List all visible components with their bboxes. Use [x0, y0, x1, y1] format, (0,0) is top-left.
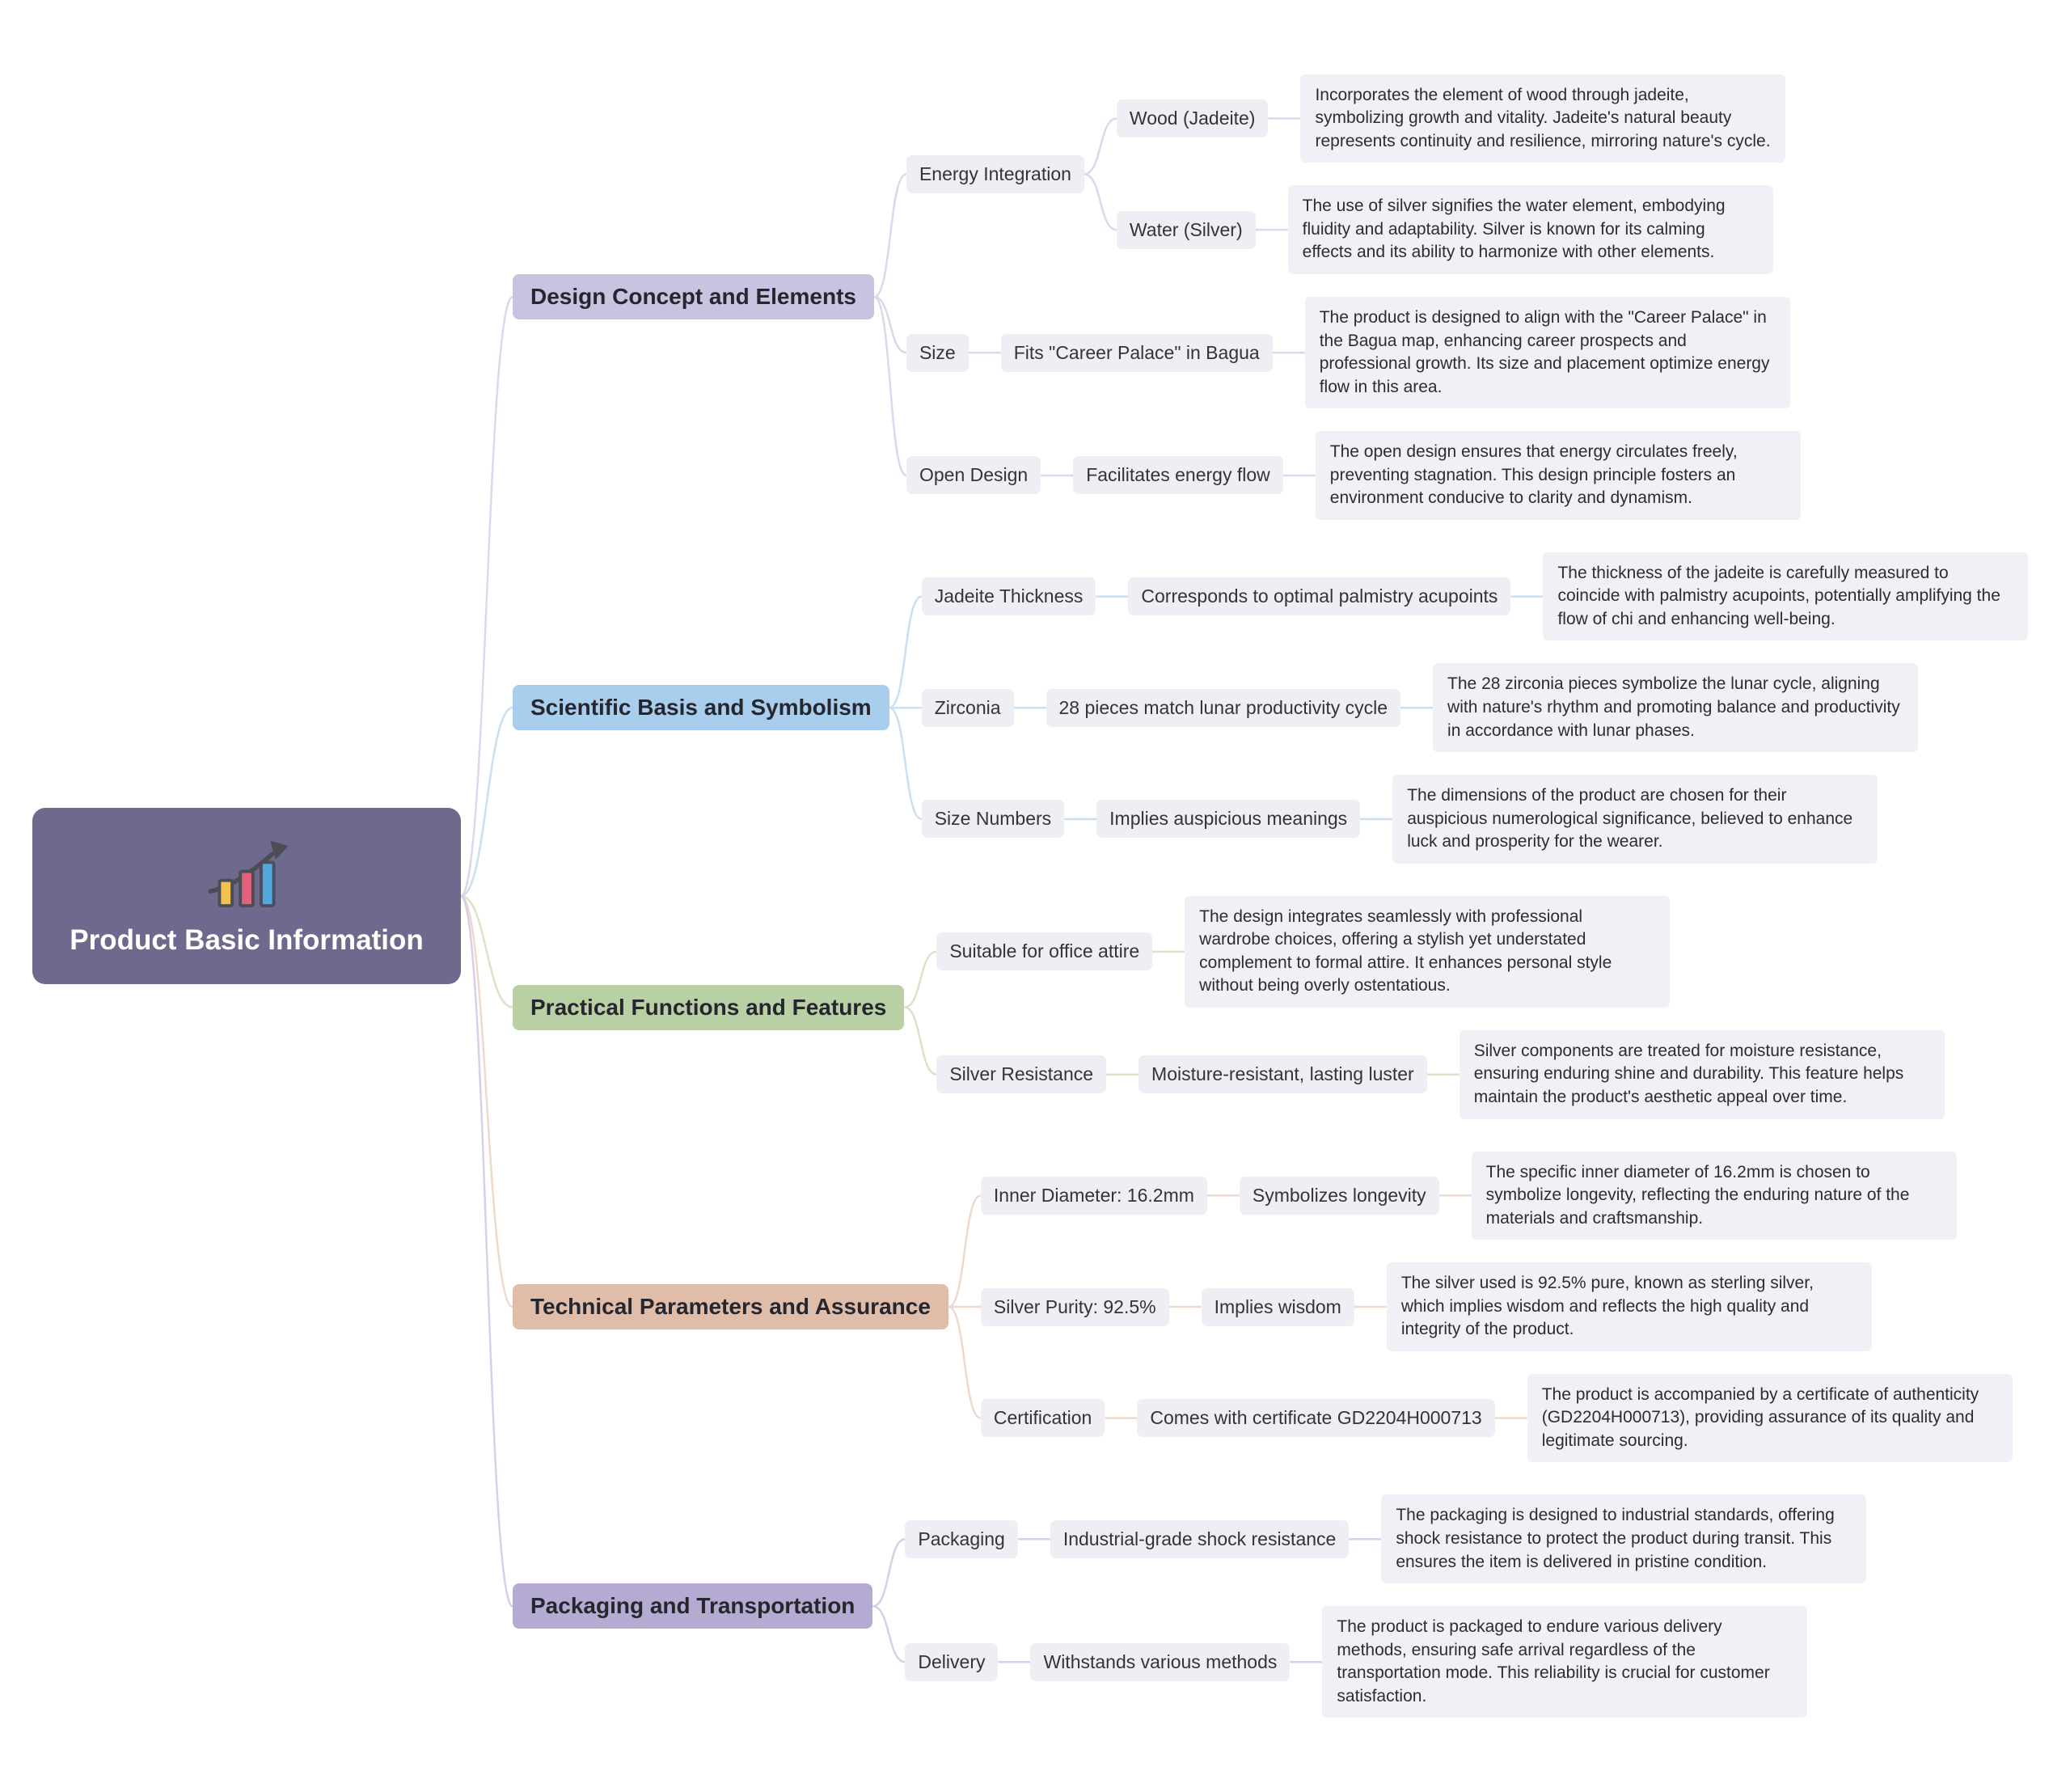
description-withstands-methods[interactable]: The product is packaged to endure variou… — [1322, 1606, 1808, 1718]
topic-packaging[interactable]: Packaging — [905, 1519, 1018, 1558]
description-certificate-number[interactable]: The product is accompanied by a certific… — [1527, 1373, 2013, 1463]
branch-scientific-basis: Scientific Basis and Symbolism Jadeite T… — [513, 552, 2029, 864]
topic-moisture-resistant[interactable]: Moisture-resistant, lasting luster — [1138, 1055, 1427, 1094]
topic-lunar-cycle[interactable]: 28 pieces match lunar productivity cycle — [1046, 688, 1401, 727]
branch-label-practical-functions[interactable]: Practical Functions and Features — [513, 984, 905, 1030]
branch-label-technical-parameters[interactable]: Technical Parameters and Assurance — [513, 1284, 948, 1329]
topic-inner-diameter[interactable]: Inner Diameter: 16.2mm — [980, 1176, 1207, 1215]
description-lunar-cycle[interactable]: The 28 zirconia pieces symbolize the lun… — [1433, 663, 1919, 753]
description-auspicious-meanings[interactable]: The dimensions of the product are chosen… — [1392, 775, 1878, 864]
topic-open-design[interactable]: Open Design — [906, 456, 1041, 495]
root-node[interactable]: Product Basic Information — [32, 808, 461, 984]
topic-shock-resistance[interactable]: Industrial-grade shock resistance — [1050, 1519, 1350, 1558]
branch-practical-functions: Practical Functions and Features Suitabl… — [513, 895, 2028, 1119]
description-palmistry-acupoints[interactable]: The thickness of the jadeite is carefull… — [1543, 552, 2029, 641]
branch-packaging-transportation: Packaging and Transportation Packaging I… — [513, 1494, 2028, 1718]
topic-implies-wisdom[interactable]: Implies wisdom — [1201, 1287, 1354, 1326]
topic-size-numbers[interactable]: Size Numbers — [921, 800, 1065, 839]
branch-label-design-concept[interactable]: Design Concept and Elements — [513, 274, 874, 320]
topic-office-attire[interactable]: Suitable for office attire — [936, 932, 1153, 971]
topic-auspicious-meanings[interactable]: Implies auspicious meanings — [1096, 800, 1361, 839]
topic-size[interactable]: Size — [906, 333, 969, 372]
topic-silver-purity[interactable]: Silver Purity: 92.5% — [980, 1287, 1169, 1326]
description-symbolizes-longevity[interactable]: The specific inner diameter of 16.2mm is… — [1471, 1151, 1957, 1240]
description-wood-jadeite[interactable]: Incorporates the element of wood through… — [1300, 74, 1786, 163]
topic-jadeite-thickness[interactable]: Jadeite Thickness — [921, 577, 1096, 616]
topic-zirconia[interactable]: Zirconia — [921, 688, 1014, 727]
topic-symbolizes-longevity[interactable]: Symbolizes longevity — [1239, 1176, 1439, 1215]
description-career-palace[interactable]: The product is designed to align with th… — [1304, 296, 1790, 409]
topic-certificate-number[interactable]: Comes with certificate GD2204H000713 — [1137, 1399, 1495, 1438]
branches-column: Design Concept and Elements Energy Integ… — [513, 74, 2029, 1718]
bar-chart-icon — [201, 839, 292, 911]
description-water-silver[interactable]: The use of silver signifies the water el… — [1287, 185, 1773, 274]
description-shock-resistance[interactable]: The packaging is designed to industrial … — [1381, 1494, 1867, 1584]
root-title: Product Basic Information — [70, 924, 424, 956]
description-office-attire[interactable]: The design integrates seamlessly with pr… — [1185, 895, 1671, 1008]
description-energy-flow[interactable]: The open design ensures that energy circ… — [1315, 431, 1801, 520]
branch-technical-parameters: Technical Parameters and Assurance Inner… — [513, 1151, 2028, 1463]
topic-water-silver[interactable]: Water (Silver) — [1116, 210, 1256, 249]
branch-label-scientific-basis[interactable]: Scientific Basis and Symbolism — [513, 685, 889, 731]
topic-withstands-methods[interactable]: Withstands various methods — [1030, 1642, 1291, 1681]
topic-energy-integration[interactable]: Energy Integration — [906, 154, 1084, 193]
topic-silver-resistance[interactable]: Silver Resistance — [936, 1055, 1107, 1094]
topic-career-palace[interactable]: Fits "Career Palace" in Bagua — [1000, 333, 1273, 372]
topic-wood-jadeite[interactable]: Wood (Jadeite) — [1116, 99, 1269, 137]
topic-delivery[interactable]: Delivery — [905, 1642, 999, 1681]
branch-design-concept: Design Concept and Elements Energy Integ… — [513, 74, 2028, 520]
topic-certification[interactable]: Certification — [980, 1399, 1105, 1438]
branch-label-packaging-transportation[interactable]: Packaging and Transportation — [513, 1583, 873, 1629]
topic-palmistry-acupoints[interactable]: Corresponds to optimal palmistry acupoin… — [1128, 577, 1511, 616]
description-moisture-resistant[interactable]: Silver components are treated for moistu… — [1459, 1029, 1945, 1119]
description-implies-wisdom[interactable]: The silver used is 92.5% pure, known as … — [1386, 1262, 1872, 1351]
topic-energy-flow[interactable]: Facilitates energy flow — [1073, 456, 1283, 495]
